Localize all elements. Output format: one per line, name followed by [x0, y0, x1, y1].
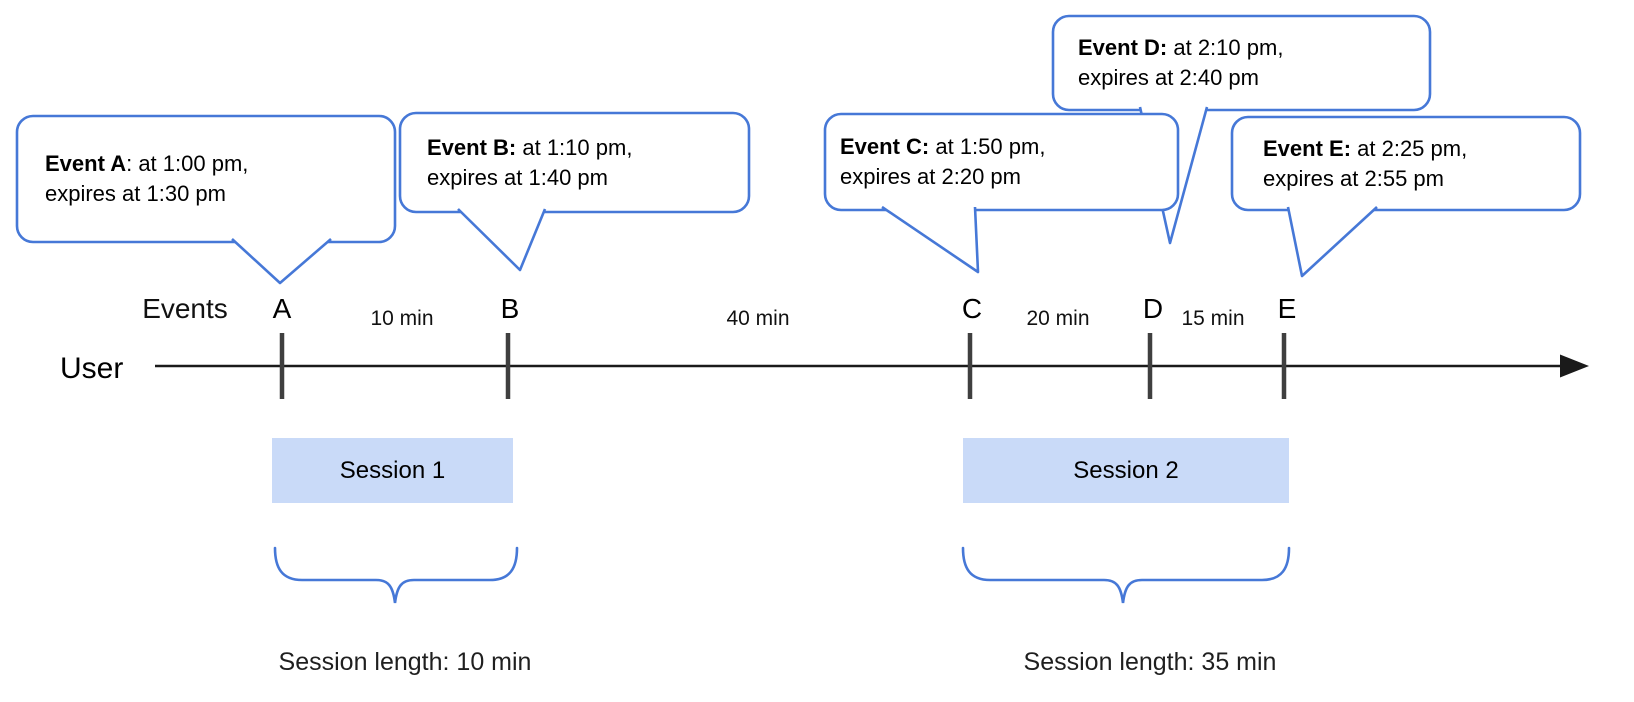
user-label: User [60, 352, 124, 385]
event-letter-d: D [1142, 293, 1164, 324]
bubble-event-e-detail: at 2:25 pm, expires at 2:55 pm [1263, 135, 1468, 191]
bubble-event-a [15, 114, 397, 244]
interval-label-d-e: 15 min [1181, 307, 1245, 330]
bubble-event-c-title: Event C: [840, 134, 930, 159]
session-1-brace [273, 546, 519, 604]
interval-label-a-b: 10 min [370, 307, 434, 330]
bubble-event-e-title: Event E: [1263, 135, 1352, 161]
bubble-event-d-title: Event D: [1078, 35, 1168, 60]
session-2-length-caption: Session length: 35 min [1023, 648, 1277, 676]
session-2-box [963, 438, 1289, 503]
bubble-event-c-text: Event C: at 1:50 pm, expires at 2:20 pm [840, 114, 1045, 210]
session-1-label: Session 1 [339, 456, 446, 484]
bubble-event-d-text: Event D: at 2:10 pm, expires at 2:40 pm [1078, 16, 1283, 110]
bubble-event-c [823, 112, 1180, 212]
bubble-event-a-tail [231, 238, 332, 285]
event-letter-b: B [500, 293, 520, 324]
event-letter-c: C [961, 293, 983, 324]
bubble-event-c-tail [881, 205, 980, 274]
event-letter-e: E [1277, 293, 1297, 324]
bubble-event-b-detail: at 1:10 pm, expires at 1:40 pm [427, 134, 633, 190]
bubble-event-e-tail [1286, 206, 1378, 278]
bubble-event-e [1230, 115, 1582, 212]
bubble-event-c-detail: at 1:50 pm, expires at 2:20 pm [840, 134, 1046, 189]
bubble-event-a-text: Event A: at 1:00 pm, expires at 1:30 pm [45, 116, 248, 242]
bubble-event-b [398, 111, 751, 214]
interval-label-c-d: 20 min [1026, 307, 1090, 330]
events-label: Events [142, 293, 228, 324]
session-1-length-caption: Session length: 10 min [278, 648, 532, 676]
session-1-box [272, 438, 513, 503]
bubble-event-e-text: Event E: at 2:25 pm, expires at 2:55 pm [1263, 117, 1467, 210]
bubble-event-d-detail: at 2:10 pm, expires at 2:40 pm [1078, 35, 1284, 90]
bubble-event-b-title: Event B: [427, 134, 517, 160]
event-letter-a: A [272, 293, 292, 324]
session-2-brace [961, 546, 1291, 604]
interval-label-b-c: 40 min [726, 307, 790, 330]
bubble-event-d [1051, 14, 1432, 112]
timeline-arrowhead-icon [1560, 354, 1589, 378]
bubble-event-a-title: Event A [45, 151, 127, 176]
bubble-event-a-detail: : at 1:00 pm, expires at 1:30 pm [45, 151, 249, 206]
session-2-label: Session 2 [1073, 456, 1179, 484]
bubble-event-b-text: Event B: at 1:10 pm, expires at 1:40 pm [427, 113, 632, 212]
bubble-event-b-tail [457, 208, 547, 272]
